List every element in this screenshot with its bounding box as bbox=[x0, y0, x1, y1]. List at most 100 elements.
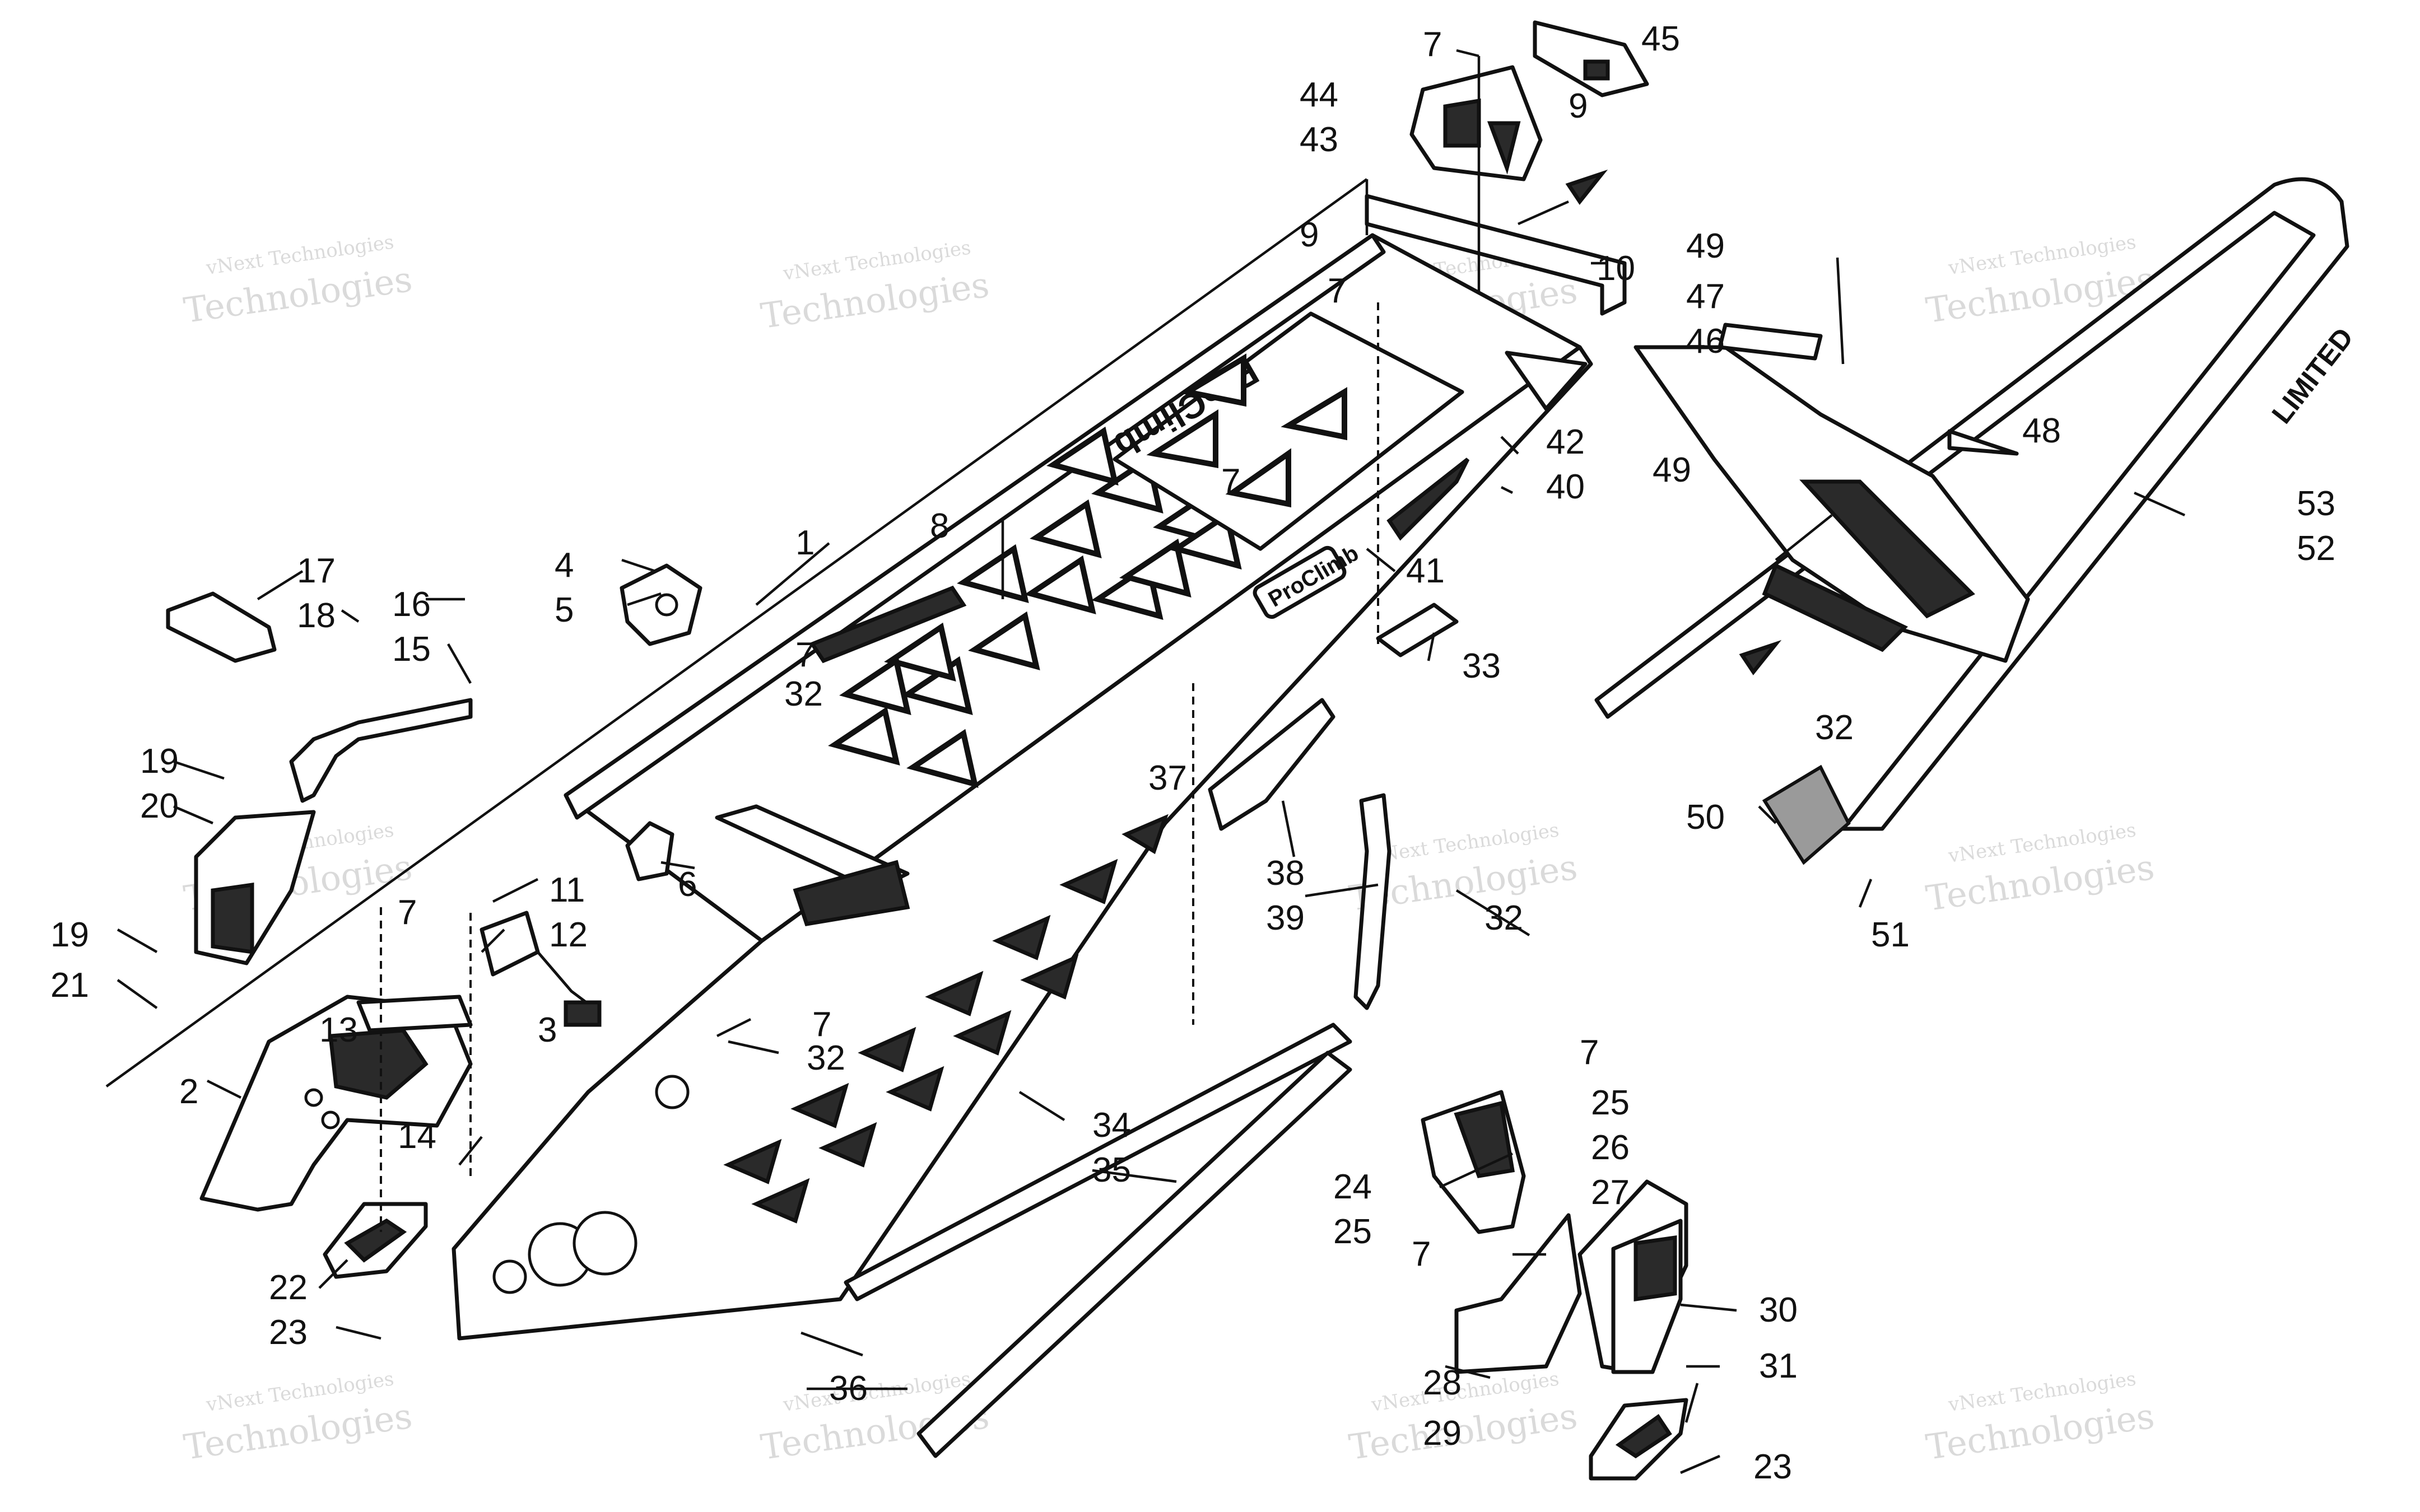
callout-39: 39 bbox=[1266, 899, 1305, 937]
callout-6: 6 bbox=[678, 865, 697, 904]
snowflap-tread bbox=[1799, 479, 1975, 619]
callout-labels: 1 2 3 4 5 6 7 7 7 7 7 7 7 7 8 9 9 10 11 … bbox=[50, 20, 2335, 1486]
plate-cutout bbox=[1180, 353, 1246, 407]
bumper-rail-52 bbox=[1594, 177, 2349, 831]
callout-7: 7 bbox=[1328, 272, 1347, 310]
rail-34 bbox=[844, 1023, 1352, 1301]
callout-7: 7 bbox=[1221, 462, 1240, 501]
frame-hole bbox=[321, 1110, 340, 1130]
callout-36: 36 bbox=[829, 1369, 868, 1408]
callout-23: 23 bbox=[1753, 1448, 1792, 1486]
callout-32: 32 bbox=[807, 1039, 845, 1077]
rack-rail-10 bbox=[1365, 194, 1627, 316]
callout-32: 32 bbox=[1815, 708, 1854, 747]
callout-7: 7 bbox=[1412, 1235, 1431, 1273]
callout-50: 50 bbox=[1686, 798, 1725, 837]
callout-41: 41 bbox=[1406, 552, 1445, 590]
callout-19: 19 bbox=[50, 916, 89, 954]
deck-cutouts bbox=[828, 426, 1242, 788]
grommet-6 bbox=[625, 821, 674, 881]
rack-mount-slot bbox=[1487, 121, 1521, 175]
bumper-end-50 bbox=[1762, 764, 1851, 865]
shield-vent bbox=[1634, 1235, 1677, 1302]
callout-8: 8 bbox=[930, 507, 949, 545]
heat-exchanger-insert bbox=[809, 585, 967, 664]
left-components bbox=[166, 563, 702, 1279]
tunnel-hole bbox=[573, 1211, 637, 1276]
callout-52: 52 bbox=[2297, 529, 2335, 568]
callout-53: 53 bbox=[2297, 484, 2335, 523]
callout-12: 12 bbox=[549, 916, 588, 954]
callout-29: 29 bbox=[1423, 1414, 1462, 1453]
callout-42: 42 bbox=[1546, 423, 1585, 461]
callout-11: 11 bbox=[549, 871, 585, 909]
grommet-hole bbox=[655, 593, 678, 617]
snowflap-tread bbox=[1762, 563, 1908, 652]
callout-34: 34 bbox=[1092, 1106, 1131, 1145]
cover-17 bbox=[166, 591, 277, 663]
decal-48 bbox=[1947, 429, 2019, 456]
tunnel-stiffener bbox=[715, 804, 910, 893]
callout-43: 43 bbox=[1300, 120, 1338, 159]
footrest-insert bbox=[344, 1218, 407, 1263]
callout-28: 28 bbox=[1423, 1364, 1462, 1402]
guard-shade bbox=[1454, 1100, 1515, 1178]
callout-7: 7 bbox=[1580, 1033, 1599, 1072]
tunnel-side-left bbox=[564, 233, 1386, 820]
callout-24: 24 bbox=[1333, 1168, 1372, 1206]
rack-cap-45 bbox=[1533, 20, 1649, 97]
callout-49: 49 bbox=[1653, 451, 1691, 489]
callout-48: 48 bbox=[2022, 412, 2061, 450]
callout-7: 7 bbox=[795, 636, 815, 674]
callout-44: 44 bbox=[1300, 76, 1338, 114]
direction-arrow bbox=[1739, 640, 1782, 675]
rack-bracket-assembly bbox=[1365, 20, 1649, 316]
running-board-assembly bbox=[844, 603, 1459, 1458]
side-decal-41 bbox=[1253, 545, 1347, 619]
callout-19: 19 bbox=[140, 742, 179, 781]
guard-28 bbox=[1454, 1213, 1582, 1374]
bracket-39 bbox=[1353, 793, 1392, 1010]
lower-right-assembly bbox=[1421, 1090, 1688, 1481]
callout-15: 15 bbox=[392, 630, 431, 669]
plate-cutout bbox=[1225, 448, 1291, 508]
callout-32: 32 bbox=[784, 675, 823, 713]
harness-plug bbox=[564, 1000, 602, 1027]
front-bracket-13 bbox=[356, 995, 473, 1033]
callout-21: 21 bbox=[50, 966, 89, 1005]
callout-31: 31 bbox=[1759, 1347, 1798, 1385]
rack-mount-slot bbox=[1443, 98, 1481, 148]
callout-33: 33 bbox=[1462, 647, 1501, 685]
callout-7: 7 bbox=[812, 1005, 831, 1044]
callout-9: 9 bbox=[1569, 87, 1588, 125]
callout-23: 23 bbox=[269, 1313, 308, 1352]
bumper-decal-53: LIMITED bbox=[2266, 322, 2360, 430]
callout-30: 30 bbox=[1759, 1291, 1798, 1329]
callout-7: 7 bbox=[1423, 25, 1442, 64]
callout-35: 35 bbox=[1092, 1151, 1131, 1189]
module-harness bbox=[537, 951, 595, 1009]
skirt-cutouts bbox=[723, 814, 1169, 1224]
callout-20: 20 bbox=[140, 787, 179, 825]
callout-3: 3 bbox=[538, 1011, 557, 1049]
heat-exchanger-insert bbox=[793, 860, 910, 926]
callout-26: 26 bbox=[1591, 1128, 1630, 1167]
bracket-15 bbox=[289, 698, 473, 803]
callout-14: 14 bbox=[398, 1117, 436, 1156]
callout-47: 47 bbox=[1686, 277, 1725, 316]
callout-38: 38 bbox=[1266, 854, 1305, 893]
callout-18: 18 bbox=[297, 596, 336, 635]
callout-22: 22 bbox=[269, 1268, 308, 1307]
cover-insert bbox=[1615, 1414, 1672, 1459]
tunnel-hole bbox=[492, 1259, 527, 1294]
front-frame-assembly bbox=[199, 995, 473, 1212]
callout-2: 2 bbox=[179, 1072, 198, 1111]
callout-1: 1 bbox=[795, 524, 815, 562]
rack-cap-clip bbox=[1583, 59, 1610, 81]
plate-badge bbox=[1505, 351, 1588, 411]
callout-46: 46 bbox=[1686, 322, 1725, 361]
callout-32: 32 bbox=[1484, 899, 1523, 937]
rail-35 bbox=[916, 1051, 1352, 1458]
callout-51: 51 bbox=[1871, 916, 1910, 954]
